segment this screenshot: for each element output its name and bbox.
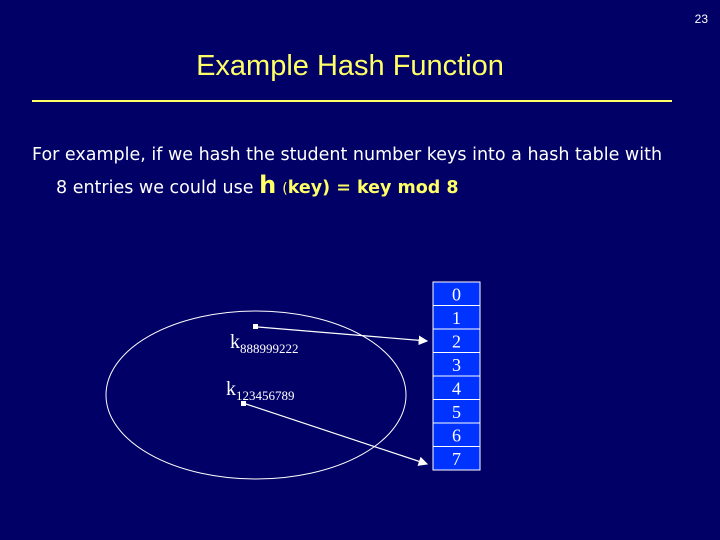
body-line-1: For example, if we hash the student numb…: [32, 145, 663, 165]
key-1-point: [253, 324, 258, 329]
slide-number: 23: [694, 12, 708, 26]
key-2-subscript: 123456789: [236, 388, 295, 403]
table-slot-label-0: 0: [452, 285, 461, 305]
table-slot-label-3: 3: [452, 355, 461, 375]
key-labels: k888999222 k123456789: [226, 331, 299, 403]
key-1-prefix: k: [230, 331, 240, 353]
table-cell-7: [432, 446, 481, 471]
mapping-arrows: [245, 326, 429, 466]
title-underline: [32, 100, 672, 102]
table-slot-label-2: 2: [452, 332, 461, 352]
key-label-1: k888999222: [230, 331, 299, 356]
hash-table: 0 1 2 3 4 5 6 7: [432, 281, 481, 471]
formula-paren: (: [282, 181, 288, 197]
hash-formula: h (key) = key mod 8: [259, 171, 459, 199]
key-points: [241, 324, 258, 406]
table-slot-label-5: 5: [452, 402, 461, 422]
formula-rest: key) = key mod 8: [287, 178, 459, 198]
table-slot-label-1: 1: [452, 308, 461, 328]
body-text: For example, if we hash the student numb…: [32, 140, 702, 204]
table-slot-label-7: 7: [452, 449, 461, 469]
body-line-2: 8 entries we could use h (key) = key mod…: [32, 170, 702, 204]
key-label-2: k123456789: [226, 378, 295, 403]
arrow-key-1-to-slot-2: [257, 326, 429, 346]
table-slot-label-6: 6: [452, 426, 461, 446]
arrow-key-2-to-slot-7: [245, 403, 429, 466]
body-line-2-prefix: 8 entries we could use: [56, 178, 260, 198]
formula-h: h: [259, 171, 277, 199]
key-universe-ellipse: [105, 310, 407, 480]
key-2-point: [241, 401, 246, 406]
key-1-subscript: 888999222: [240, 341, 299, 356]
key-2-prefix: k: [226, 378, 236, 400]
table-slot-label-4: 4: [452, 379, 461, 399]
slide-title: Example Hash Function: [196, 50, 504, 82]
